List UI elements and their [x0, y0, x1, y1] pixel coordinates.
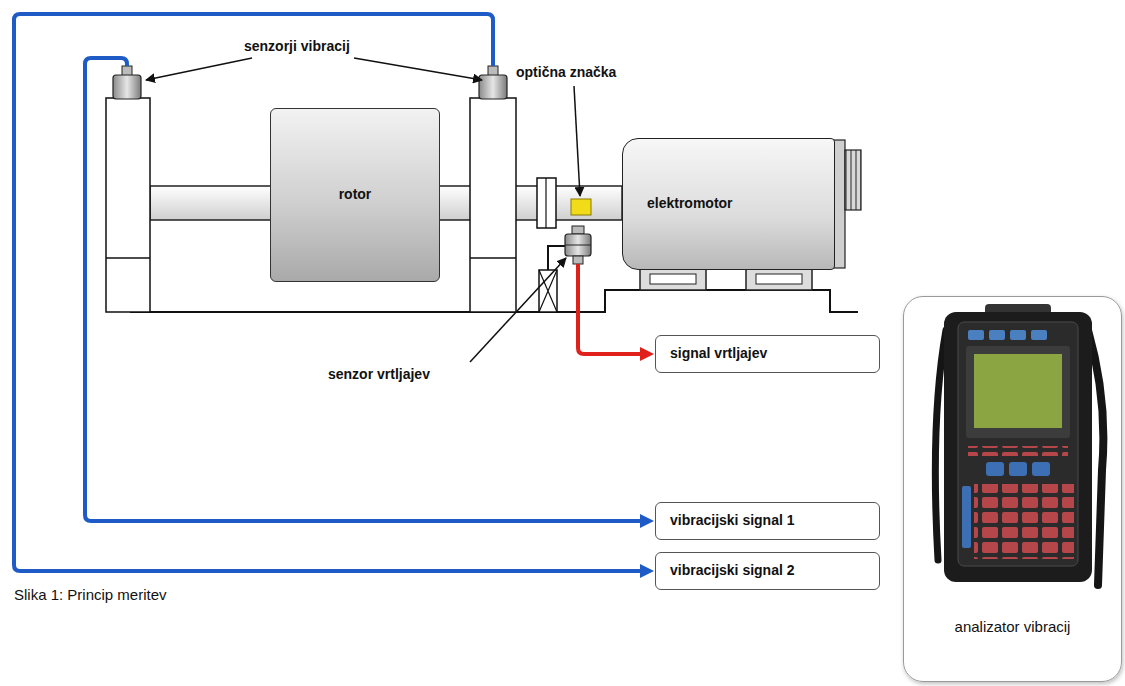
speed-sensor-connector: [573, 256, 583, 264]
node-text: vibracijski signal 1: [670, 512, 795, 530]
device-key: [1032, 462, 1050, 476]
leader-arrow: [354, 58, 482, 80]
optical-mark: [571, 199, 591, 215]
speed-sensor: [565, 234, 591, 256]
bracket-cross: [539, 270, 557, 312]
coupling-line: [545, 178, 546, 228]
speed-cable: [578, 264, 650, 354]
pedestal-line: [470, 257, 516, 259]
coupling: [537, 178, 556, 228]
part-label: senzorji vibracij: [244, 38, 350, 54]
device-key: [968, 330, 984, 340]
vibration-cable: [14, 14, 650, 571]
rotor-body: rotor: [270, 108, 440, 282]
screen-bezel: [966, 346, 1070, 438]
device-key: [1010, 330, 1026, 340]
node-text: signal vrtljajev: [670, 345, 767, 363]
leader-arrow: [470, 258, 566, 362]
analyzer-panel: analizator vibracij: [903, 296, 1122, 682]
device-key: [1009, 462, 1027, 476]
part-label: optična značka: [516, 64, 616, 80]
device-key-row: [968, 446, 1068, 456]
speed-sensor-line: [565, 245, 591, 246]
bearing-pedestal: [470, 98, 516, 312]
leader-arrow: [574, 86, 580, 196]
motor-foot-inner: [650, 274, 696, 284]
device-faceplate: [958, 322, 1078, 566]
signal-box: signal vrtljajev: [655, 335, 880, 373]
part-label: senzor vrtljajev: [328, 366, 430, 382]
signal-box: vibracijski signal 2: [655, 552, 880, 590]
bearing-pedestal: [106, 98, 150, 312]
figure-caption: Slika 1: Princip meritev: [14, 586, 167, 603]
device-side-keys: [962, 486, 971, 548]
device-screen: [974, 354, 1062, 428]
bracket-block: [539, 270, 557, 312]
node-text: analizator vibracij: [955, 618, 1071, 637]
motor-fan-cover: [845, 150, 861, 210]
signal-box: vibracijski signal 1: [655, 502, 880, 540]
node-text: elektromotor: [647, 195, 733, 213]
device-key: [989, 330, 1005, 340]
device-key: [1031, 330, 1047, 340]
motor-foot-inner: [756, 274, 802, 284]
vibration-sensor: [479, 75, 507, 99]
device-keypad: [974, 484, 1074, 559]
device-key: [986, 462, 1004, 476]
motor-body: elektromotor: [622, 138, 835, 270]
motor-foot: [746, 268, 812, 290]
leader-arrow: [146, 58, 252, 80]
speed-sensor-tip: [572, 226, 584, 234]
motor-foot: [640, 268, 706, 290]
pedestal-line: [106, 257, 150, 259]
vibration-sensor: [113, 75, 141, 99]
node-text: vibracijski signal 2: [670, 562, 795, 580]
vibration-cable: [85, 58, 650, 521]
device-body: [944, 312, 1092, 582]
node-text: rotor: [339, 186, 372, 204]
